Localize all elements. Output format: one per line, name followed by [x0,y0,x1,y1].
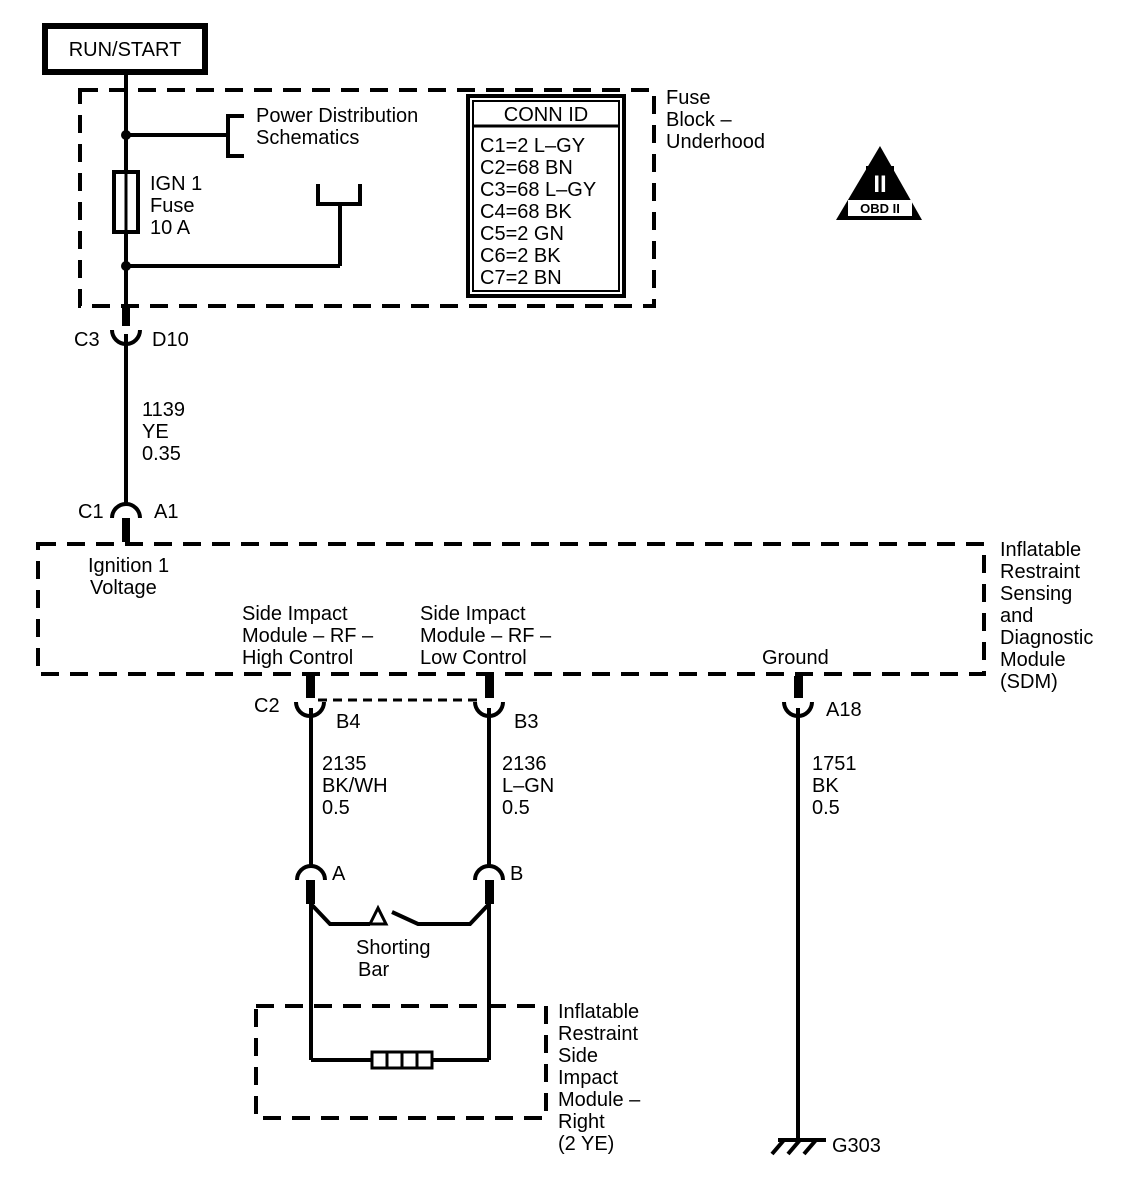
connector-a18: A18 [782,676,862,721]
conn-id-table: CONN ID C1=2 L–GY C2=68 BN C3=68 L–GY C4… [466,94,626,298]
diagram-label: Diagnostic [1000,627,1093,649]
wire-2135-label: 2135 BK/WH 0.5 [322,753,388,819]
diagram-label: 0.5 [812,797,840,819]
diagram-label: C3 [74,329,100,351]
diagram-label: 0.5 [502,797,530,819]
diagram-label: B4 [336,711,360,733]
diagram-label: IGN 1 [150,173,202,195]
feed-wire-label: 1139 YE 0.35 [142,399,185,465]
diagram-label: 2135 [322,753,367,775]
diagram-label: (2 YE) [558,1133,614,1155]
power-distribution-reference: Power Distribution Schematics [126,105,418,158]
diagram-label: Restraint [1000,561,1080,583]
diagram-label: Module – [558,1089,641,1111]
connector-c1-a1: C1 A1 [78,501,178,542]
diagram-label: Power Distribution [256,105,418,127]
diagram-label: Low Control [420,647,527,669]
sdm-ground-label: Ground [762,647,829,669]
diagram-label: Side Impact [242,603,348,625]
diagram-label: Module [1000,649,1066,671]
diagram-label: II [873,171,886,198]
squib-element [370,1050,434,1070]
ground-g303: G303 [770,1135,881,1157]
diagram-label: D10 [152,329,189,351]
module-pin-a: A [295,863,346,904]
diagram-label: Restraint [558,1023,638,1045]
sdm-low-control-label: Side Impact Module – RF – Low Control [420,603,552,669]
diagram-label: Block – [666,109,732,131]
diagram-label: 10 A [150,217,191,239]
conn-id-row: C6=2 BK [480,245,561,267]
diagram-label: Fuse [666,87,710,109]
fuse-output-branch [126,184,362,268]
sdm-label: Inflatable Restraint Sensing and Diagnos… [1000,539,1093,693]
diagram-label: High Control [242,647,353,669]
diagram-label: 1139 [142,399,185,421]
diagram-label: Shorting [356,937,431,959]
sdm-ignition-label: Ignition 1 Voltage [88,555,169,599]
diagram-label: B3 [514,711,538,733]
diagram-label: A1 [154,501,178,523]
diagram-label: A18 [826,699,862,721]
diagram-label: Sensing [1000,583,1072,605]
shorting-bar: Shorting Bar [309,902,491,981]
diagram-label: BK/WH [322,775,388,797]
run-start-label: RUN/START [69,39,182,61]
diagram-label: B [510,863,523,885]
run-start-box: RUN/START [42,23,208,75]
diagram-label: Right [558,1111,605,1133]
wire-2136-label: 2136 L–GN 0.5 [502,753,554,819]
fuse-block-outline [78,88,656,308]
wire-1751-label: 1751 BK 0.5 [812,753,857,819]
diagram-label: Schematics [256,127,359,149]
diagram-label: C2 [254,695,280,717]
diagram-label: 2136 [502,753,547,775]
diagram-label: L–GN [502,775,554,797]
diagram-label: C1 [78,501,104,523]
diagram-label: A [332,863,346,885]
diagram-label: BK [812,775,839,797]
diagram-label: Module – RF – [420,625,552,647]
side-module-label: Inflatable Restraint Side Impact Module … [558,1001,641,1155]
fuse-block-label: Fuse Block – Underhood [666,87,765,153]
conn-id-row: C7=2 BN [480,267,562,289]
diagram-label: Impact [558,1067,618,1089]
side-module-outline [254,1004,548,1120]
diagram-label: OBD II [860,201,900,216]
diagram-label: Inflatable [1000,539,1081,561]
diagram-label: Bar [358,959,389,981]
module-pin-b: B [473,863,523,904]
conn-id-row: C4=68 BK [480,201,572,223]
diagram-label: Fuse [150,195,194,217]
connector-c2-b4: C2 B4 [254,676,360,733]
diagram-label: 1751 [812,753,857,775]
diagram-label: Inflatable [558,1001,639,1023]
ground-label: G303 [832,1135,881,1157]
diagram-label: and [1000,605,1033,627]
diagram-label: Ignition 1 [88,555,169,577]
sdm-high-control-label: Side Impact Module – RF – High Control [242,603,374,669]
conn-id-title: CONN ID [504,104,588,126]
diagram-label: 0.5 [322,797,350,819]
conn-id-row: C2=68 BN [480,157,573,179]
diagram-label: Voltage [90,577,157,599]
sdm-outline [36,542,986,676]
connector-c3-d10: C3 D10 [74,306,189,351]
conn-id-row: C1=2 L–GY [480,135,585,157]
conn-id-row: C5=2 GN [480,223,564,245]
diagram-label: Underhood [666,131,765,153]
diagram-label: 0.35 [142,443,181,465]
diagram-label: YE [142,421,169,443]
diagram-label: Side Impact [420,603,526,625]
conn-id-row: C3=68 L–GY [480,179,596,201]
diagram-label: Module – RF – [242,625,374,647]
obd-ii-badge: II OBD II [836,146,922,220]
connector-c2-b3: B3 [473,676,538,733]
ign1-fuse: IGN 1 Fuse 10 A [112,170,202,239]
diagram-label: (SDM) [1000,671,1058,693]
diagram-label: Side [558,1045,598,1067]
